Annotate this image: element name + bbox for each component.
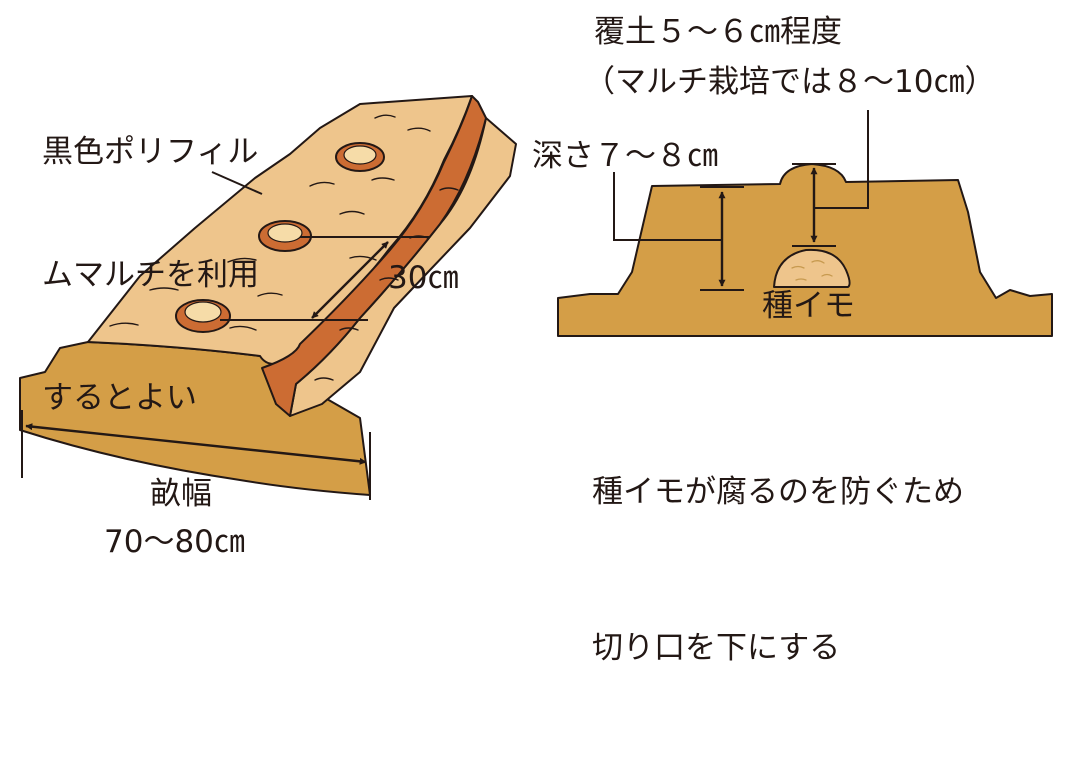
depth-label: 深さ７〜８㎝ [532, 138, 718, 174]
mulch-note-line: ムマルチを利用 [42, 257, 259, 293]
ridge-illustration [19, 95, 517, 500]
spacing-arrow [311, 241, 389, 319]
cover-soil-mulch-note: （マルチ栽培では８〜10㎝） [584, 64, 996, 100]
mulch-note-line: するとよい [42, 380, 197, 416]
mulch-note: 黒色ポリフィル ムマルチを利用 するとよい [42, 50, 259, 501]
cross-section [557, 110, 1053, 337]
cover-leader [814, 110, 869, 209]
mulch-note-line: 黒色ポリフィル [42, 134, 259, 170]
ridge-width-label: 畝幅 [150, 476, 212, 512]
seed-potato-label: 種イモ [762, 288, 855, 324]
planting-hole [335, 142, 385, 172]
seed-potato-texture [791, 260, 833, 281]
ridge-width-value: 70〜80㎝ [104, 524, 245, 560]
cover-soil-label: 覆土５〜６㎝程度 [594, 14, 842, 50]
planting-hole [258, 220, 312, 252]
spacing-label: 30㎝ [388, 260, 459, 296]
mulch-note-leader [211, 171, 263, 195]
diagram-stage: 黒色ポリフィル ムマルチを利用 するとよい 30㎝ 畝幅 70〜80㎝ 覆土５〜… [19, 14, 1053, 666]
cut-side-note-line: 切り口を下にする [592, 630, 841, 666]
ridge-furrow [261, 95, 487, 417]
seed-potato [773, 248, 851, 288]
cut-side-note: 種イモが腐るのを防ぐため 切り口を下にする [592, 362, 964, 778]
depth-leader [613, 172, 722, 241]
ridge-width-arrow [25, 423, 367, 465]
planting-hole [175, 299, 231, 333]
cut-side-note-line: 種イモが腐るのを防ぐため [592, 474, 964, 510]
planting-diagram [19, 95, 1053, 500]
